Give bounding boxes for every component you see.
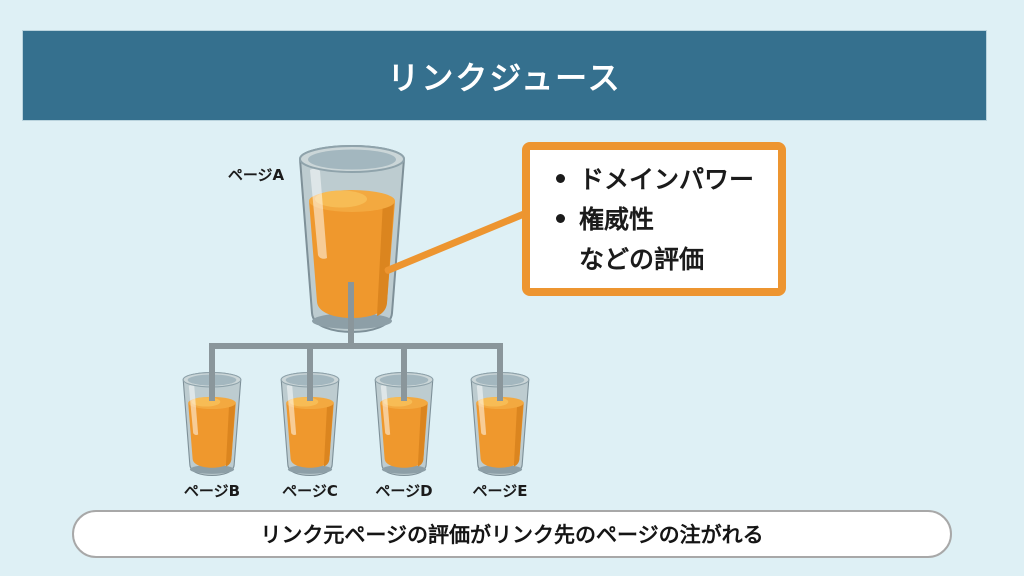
callout-note: などの評価 xyxy=(556,238,770,278)
connector-line-horizontal xyxy=(209,343,503,349)
page-e-label: ページE xyxy=(472,482,528,500)
callout-item-label: ドメインパワー xyxy=(579,165,755,194)
callout-box: ドメインパワー 権威性 などの評価 xyxy=(522,142,786,296)
connector-line-page-e xyxy=(497,349,503,401)
footer-note-label: リンク元ページの評価がリンク先のページの注がれる xyxy=(260,523,764,547)
connector-line-page-c xyxy=(307,349,313,401)
header-bar: リンクジュース xyxy=(22,30,987,121)
callout-note-label: などの評価 xyxy=(579,245,705,274)
page-title: リンクジュース xyxy=(387,58,622,97)
page-a-label: ページA xyxy=(227,166,285,184)
callout-item: 権威性 xyxy=(556,198,770,238)
callout-item-label: 権威性 xyxy=(579,205,655,234)
page-c-label: ページC xyxy=(282,482,338,500)
page-d-label: ページD xyxy=(375,482,433,500)
connector-line-page-d xyxy=(401,349,407,401)
page-b-label: ページB xyxy=(183,482,241,500)
connector-line-source xyxy=(348,282,354,349)
callout-item: ドメインパワー xyxy=(556,158,770,198)
footer-note: リンク元ページの評価がリンク先のページの注がれる xyxy=(72,510,952,558)
bullet-icon xyxy=(556,173,565,183)
bullet-icon xyxy=(556,213,565,223)
connector-line-page-b xyxy=(209,349,215,401)
